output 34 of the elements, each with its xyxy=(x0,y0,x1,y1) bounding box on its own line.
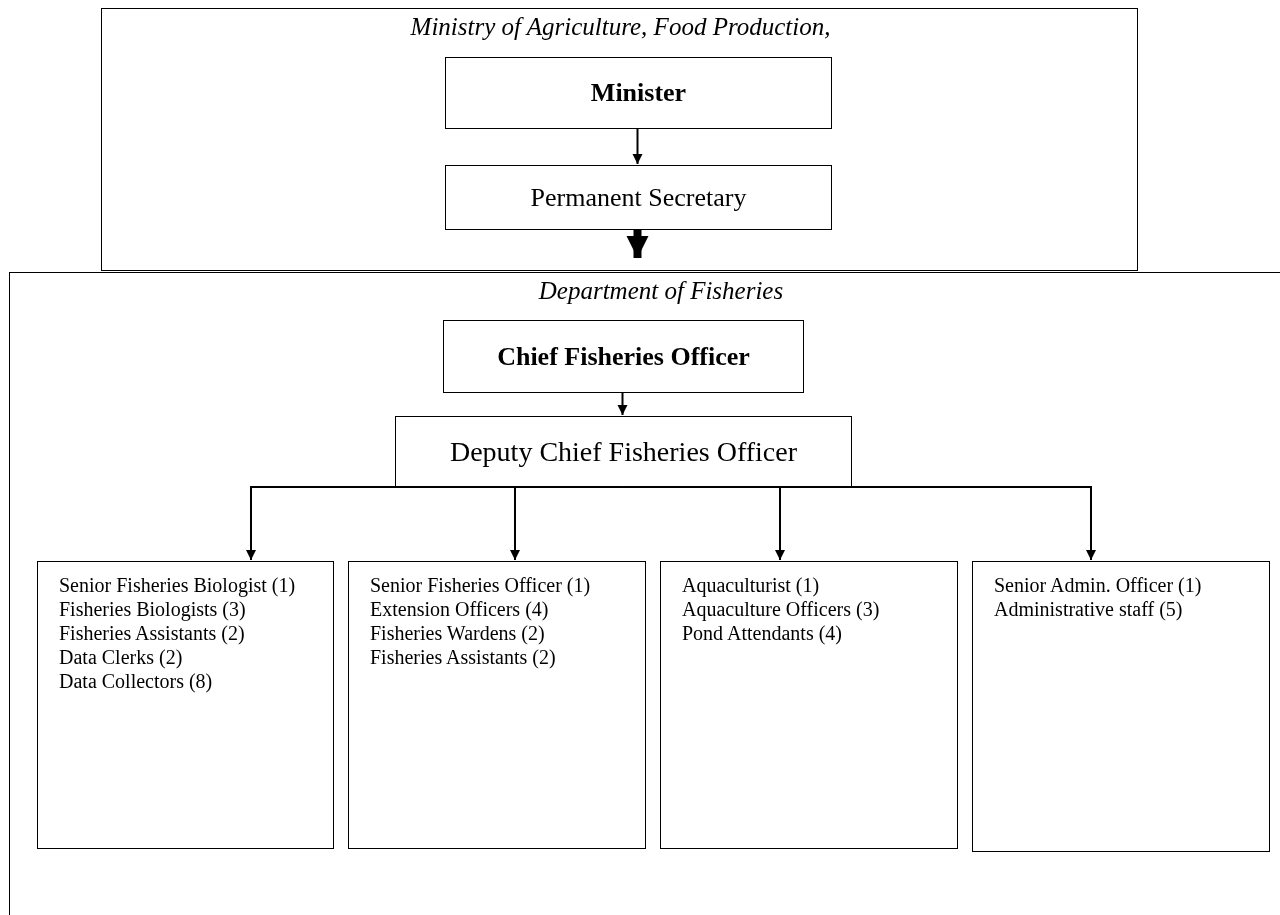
arrow xyxy=(621,486,1096,561)
role-box xyxy=(443,320,804,393)
staff-entry: Senior Fisheries Biologist (1) xyxy=(59,574,297,597)
staff-entry: Fisheries Assistants (2) xyxy=(59,622,246,645)
staff-entry: Fisheries Biologists (3) xyxy=(59,598,247,621)
staff-entry: Aquaculture Officers (3) xyxy=(682,598,881,621)
role-title: Permanent Secretary xyxy=(530,182,747,213)
role-title: Deputy Chief Fisheries Officer xyxy=(449,436,798,468)
staff-box xyxy=(972,561,1270,852)
staff-entry: Extension Officers (4) xyxy=(370,598,550,621)
staff-entry: Pond Attendants (4) xyxy=(682,622,843,645)
staff-entry: Administrative staff (5) xyxy=(994,598,1184,621)
ministry-panel xyxy=(101,8,1138,271)
staff-box xyxy=(348,561,646,849)
staff-box xyxy=(660,561,958,849)
role-box xyxy=(445,57,832,129)
staff-entry: Aquaculturist (1) xyxy=(682,574,821,597)
arrow xyxy=(510,486,624,561)
staff-box xyxy=(37,561,334,849)
staff-entry: Senior Admin. Officer (1) xyxy=(994,574,1203,597)
role-box xyxy=(445,165,832,230)
panel-title: Department of Fisheries xyxy=(537,277,785,305)
arrow xyxy=(617,391,628,416)
panel-title: Ministry of Agriculture, Food Production, xyxy=(409,13,832,41)
role-box xyxy=(395,416,852,488)
role-title: Chief Fisheries Officer xyxy=(497,341,750,372)
staff-entry: Senior Fisheries Officer (1) xyxy=(370,574,592,597)
role-title: Minister xyxy=(590,78,687,108)
staff-entry: Data Collectors (8) xyxy=(59,670,214,693)
staff-entry: Data Clerks (2) xyxy=(59,646,184,669)
staff-entry: Fisheries Wardens (2) xyxy=(370,622,546,645)
department-panel xyxy=(9,272,1280,915)
staff-entry: Fisheries Assistants (2) xyxy=(370,646,557,669)
arrow xyxy=(632,127,643,165)
